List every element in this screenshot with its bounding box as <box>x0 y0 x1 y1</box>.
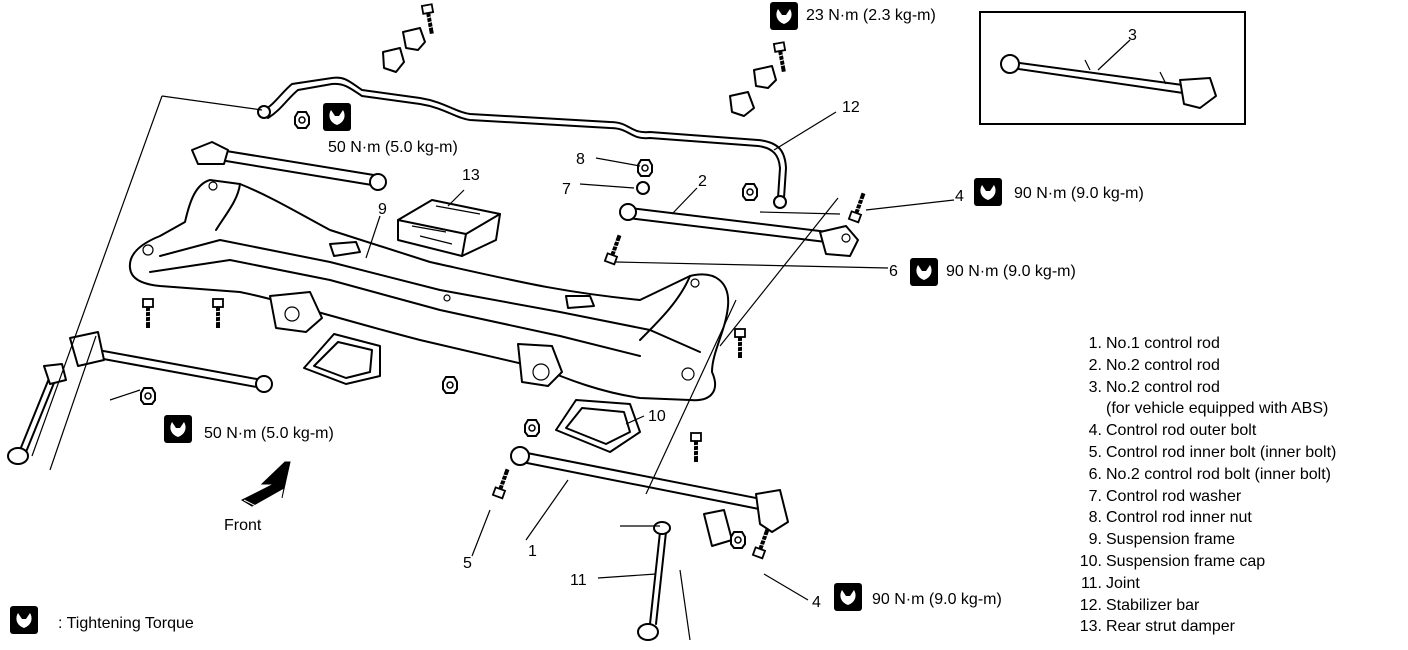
tightening-torque-icon <box>323 103 351 131</box>
rod-nut-icon <box>742 183 758 201</box>
legend-item: 6.No.2 control rod bolt (inner bolt) <box>1088 465 1331 483</box>
outer-bolt-icon <box>750 525 775 561</box>
callout-12: 12 <box>842 99 860 116</box>
callout-5: 5 <box>463 555 472 572</box>
legend-item: 9.Suspension frame <box>1088 531 1235 549</box>
torque-spec-stabilizer-end: 50 N·m (5.0 kg-m) <box>328 139 458 156</box>
torque-spec-stabilizer-bracket: 23 N·m (2.3 kg-m) <box>806 7 936 24</box>
legend-item: 12.Stabilizer bar <box>1079 596 1200 614</box>
callout-3: 3 <box>1128 27 1137 44</box>
rear-strut-damper <box>397 199 501 257</box>
stabilizer-nut-icon <box>294 111 310 129</box>
tightening-torque-icon <box>770 2 798 30</box>
callout-6: 6 <box>889 263 898 280</box>
legend-item: 11.Joint <box>1080 574 1140 592</box>
tightening-torque-icon <box>164 415 192 443</box>
frame-bolt-icon <box>689 431 703 464</box>
suspension-frame-cap-left <box>303 333 381 385</box>
legend-item: 10.Suspension frame cap <box>1079 552 1266 570</box>
stabilizer-bracket-right <box>729 40 791 117</box>
stabilizer-bar <box>257 76 787 209</box>
callout-2: 2 <box>698 173 707 190</box>
rod-nut-icon <box>730 531 746 549</box>
callout-7: 7 <box>562 181 571 198</box>
callout-4-lower: 4 <box>812 594 821 611</box>
legend-item: 13.Rear strut damper <box>1079 618 1235 636</box>
joint-left <box>7 363 67 465</box>
torque-spec-outer-bolt-lower: 90 N·m (9.0 kg-m) <box>872 591 1002 608</box>
legend-item: 8.Control rod inner nut <box>1088 509 1252 527</box>
suspension-frame <box>128 179 730 402</box>
torque-spec-left-rod: 50 N·m (5.0 kg-m) <box>204 425 334 442</box>
frame-bolt-icon <box>211 297 225 330</box>
callout-9: 9 <box>378 201 387 218</box>
leader-lines <box>31 39 1131 641</box>
joint <box>637 521 671 641</box>
legend-item: 7.Control rod washer <box>1088 487 1242 505</box>
suspension-frame-cap-right <box>555 399 641 453</box>
cap-nut-icon <box>524 419 540 437</box>
legend-item: (for vehicle equipped with ABS) <box>1106 400 1329 418</box>
callout-10: 10 <box>648 408 666 425</box>
frame-bolt-icon <box>141 297 155 330</box>
stabilizer-bracket-left <box>382 2 439 73</box>
abs-variant-inset <box>979 11 1246 125</box>
inner-bolt-icon <box>602 231 627 267</box>
front-label: Front <box>224 517 262 534</box>
callout-13: 13 <box>462 167 480 184</box>
tightening-torque-icon <box>910 258 938 286</box>
callout-4-upper: 4 <box>955 188 964 205</box>
callout-8: 8 <box>576 151 585 168</box>
front-arrow-icon <box>240 461 291 507</box>
legend-item: 2.No.2 control rod <box>1088 356 1220 374</box>
tightening-torque-icon <box>974 178 1002 206</box>
parts-legend: 1.No.1 control rod 2.No.2 control rod 3.… <box>1068 333 1398 638</box>
no2-control-rod <box>619 203 859 257</box>
legend-item: 3.No.2 control rod <box>1088 378 1220 396</box>
tightening-torque-key: : Tightening Torque <box>58 615 194 632</box>
inner-nut-icon <box>637 159 653 177</box>
rod-nut-icon <box>140 387 156 405</box>
callout-11: 11 <box>570 572 587 589</box>
frame-nut-icon <box>442 376 458 394</box>
callout-1: 1 <box>528 543 537 560</box>
frame-bolt-icon <box>733 327 747 360</box>
tightening-torque-icon <box>834 583 862 611</box>
washer-icon <box>636 181 650 195</box>
inner-bolt-icon <box>490 465 515 501</box>
tightening-torque-icon <box>10 606 38 634</box>
torque-spec-inner-bolt: 90 N·m (9.0 kg-m) <box>946 263 1076 280</box>
lower-left-control-rod <box>69 331 273 393</box>
legend-item: 5.Control rod inner bolt (inner bolt) <box>1088 443 1337 461</box>
torque-spec-outer-bolt-upper: 90 N·m (9.0 kg-m) <box>1014 185 1144 202</box>
legend-item: 1.No.1 control rod <box>1088 335 1220 352</box>
legend-item: 4.Control rod outer bolt <box>1088 422 1257 440</box>
control-rod-abs <box>1000 54 1217 109</box>
no1-control-rod <box>510 446 789 547</box>
upper-left-control-rod <box>191 141 387 191</box>
outer-bolt-icon <box>846 189 871 225</box>
